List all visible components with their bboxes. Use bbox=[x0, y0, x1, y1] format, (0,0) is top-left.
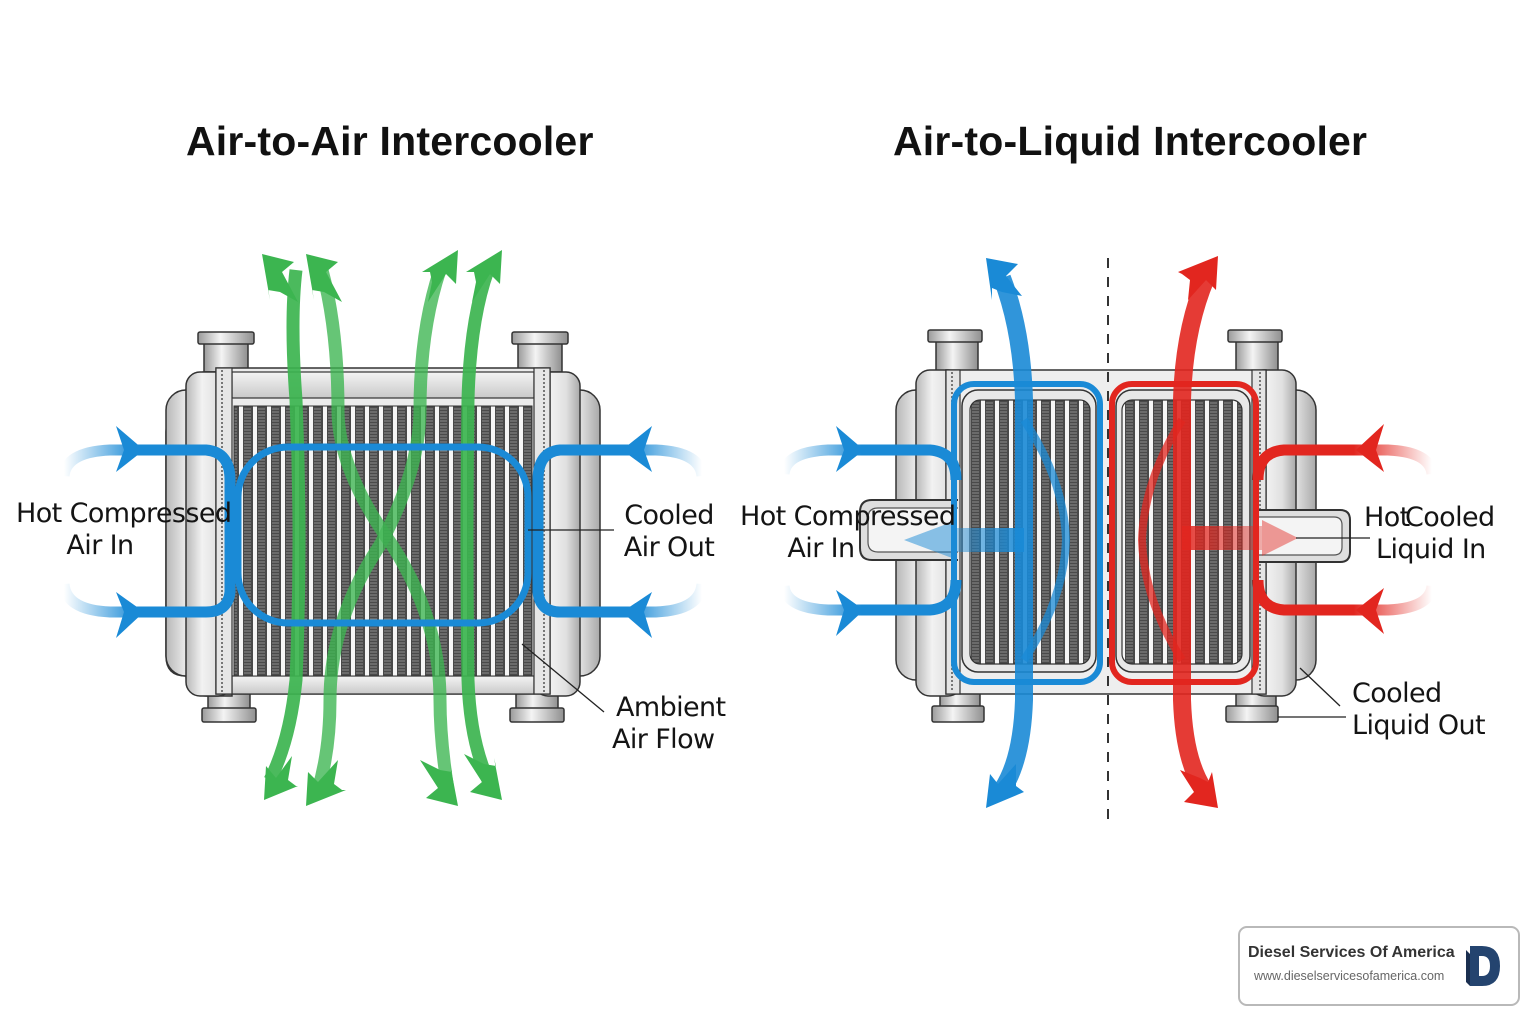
air-to-air-intercooler bbox=[58, 250, 708, 806]
charge-air-loop bbox=[234, 443, 532, 627]
label-line: Liquid In bbox=[1376, 534, 1486, 565]
label-line: Air Out bbox=[623, 532, 715, 563]
arrow-down-icon bbox=[1180, 770, 1218, 808]
hot-air-inlet-arrows bbox=[778, 426, 962, 636]
cooled-air-out-label: Cooled Air Out bbox=[614, 500, 724, 564]
liquid-out-leader-line bbox=[1299, 667, 1341, 707]
hot-air-inlet-arrows bbox=[58, 426, 236, 638]
arrow-left-icon bbox=[904, 522, 952, 558]
cooled-air-outlet-arrows bbox=[532, 426, 708, 638]
label-line: Air In bbox=[787, 533, 855, 564]
label-line: Cooled bbox=[624, 500, 714, 531]
arrow-down-icon bbox=[420, 760, 458, 806]
arrow-down-icon bbox=[264, 756, 298, 800]
air-to-liquid-intercooler bbox=[778, 256, 1438, 828]
label-line: Hot bbox=[1364, 502, 1410, 533]
arrow-left-icon bbox=[622, 592, 652, 638]
cold-side-flow bbox=[993, 274, 1033, 795]
liquid-arrows bbox=[1252, 424, 1438, 634]
label-line: Cooled bbox=[1405, 502, 1495, 533]
hot-compressed-air-in-label: Hot Compressed Air In bbox=[16, 498, 232, 562]
label-line: Ambient bbox=[616, 692, 726, 723]
arrow-up-icon bbox=[466, 250, 502, 302]
arrow-up-icon bbox=[262, 254, 298, 302]
ambient-leader-line bbox=[521, 643, 605, 713]
branding-card[interactable]: Diesel Services Of America www.dieselser… bbox=[1238, 926, 1520, 1006]
arrow-up-icon bbox=[422, 250, 458, 302]
company-name: Diesel Services Of America bbox=[1248, 944, 1455, 961]
arrow-right-icon bbox=[1262, 520, 1298, 556]
arrow-left-icon bbox=[622, 426, 652, 472]
air-to-air-title: Air-to-Air Intercooler bbox=[186, 118, 594, 164]
hot-compressed-air-in-label-right: Hot Compressed Air In bbox=[740, 501, 956, 565]
arrow-right-icon bbox=[836, 590, 864, 636]
label-line: Air In bbox=[66, 530, 134, 561]
ambient-air-flow-label: Ambient Air Flow bbox=[612, 692, 726, 756]
arrow-right-icon bbox=[836, 426, 864, 472]
label-line: Hot Compressed bbox=[740, 501, 956, 532]
ambient-airflow-arrows bbox=[264, 267, 495, 792]
cooled-liquid-out-label: Cooled Liquid Out bbox=[1352, 678, 1486, 742]
arrow-down-icon bbox=[986, 764, 1024, 808]
arrow-down-icon bbox=[306, 760, 346, 806]
arrow-left-icon bbox=[1356, 424, 1384, 472]
company-url[interactable]: www.dieselservicesofamerica.com bbox=[1254, 969, 1445, 983]
arrow-up-icon bbox=[306, 254, 342, 302]
ambient-airflow-arrowheads bbox=[262, 250, 502, 806]
arrow-right-icon bbox=[116, 592, 144, 638]
arrow-down-icon bbox=[464, 754, 502, 800]
arrow-up-icon bbox=[986, 258, 1022, 300]
arrow-left-icon bbox=[1356, 588, 1384, 634]
arrow-up-icon bbox=[1178, 256, 1218, 300]
liquid-in-label: Liquid In bbox=[1376, 534, 1486, 566]
label-line: Air Flow bbox=[612, 724, 715, 755]
company-logo-icon bbox=[1466, 946, 1500, 986]
hot-side-flow bbox=[1173, 274, 1215, 795]
top-left-port bbox=[927, 329, 983, 373]
top-left-port bbox=[197, 331, 255, 373]
label-line: Liquid Out bbox=[1352, 710, 1486, 741]
air-to-liquid-title: Air-to-Liquid Intercooler bbox=[893, 118, 1368, 164]
top-right-port bbox=[511, 331, 569, 373]
arrow-right-icon bbox=[116, 426, 144, 472]
label-line: Cooled bbox=[1352, 678, 1442, 709]
top-right-port bbox=[1227, 329, 1283, 373]
label-line: Hot Compressed bbox=[16, 498, 232, 529]
